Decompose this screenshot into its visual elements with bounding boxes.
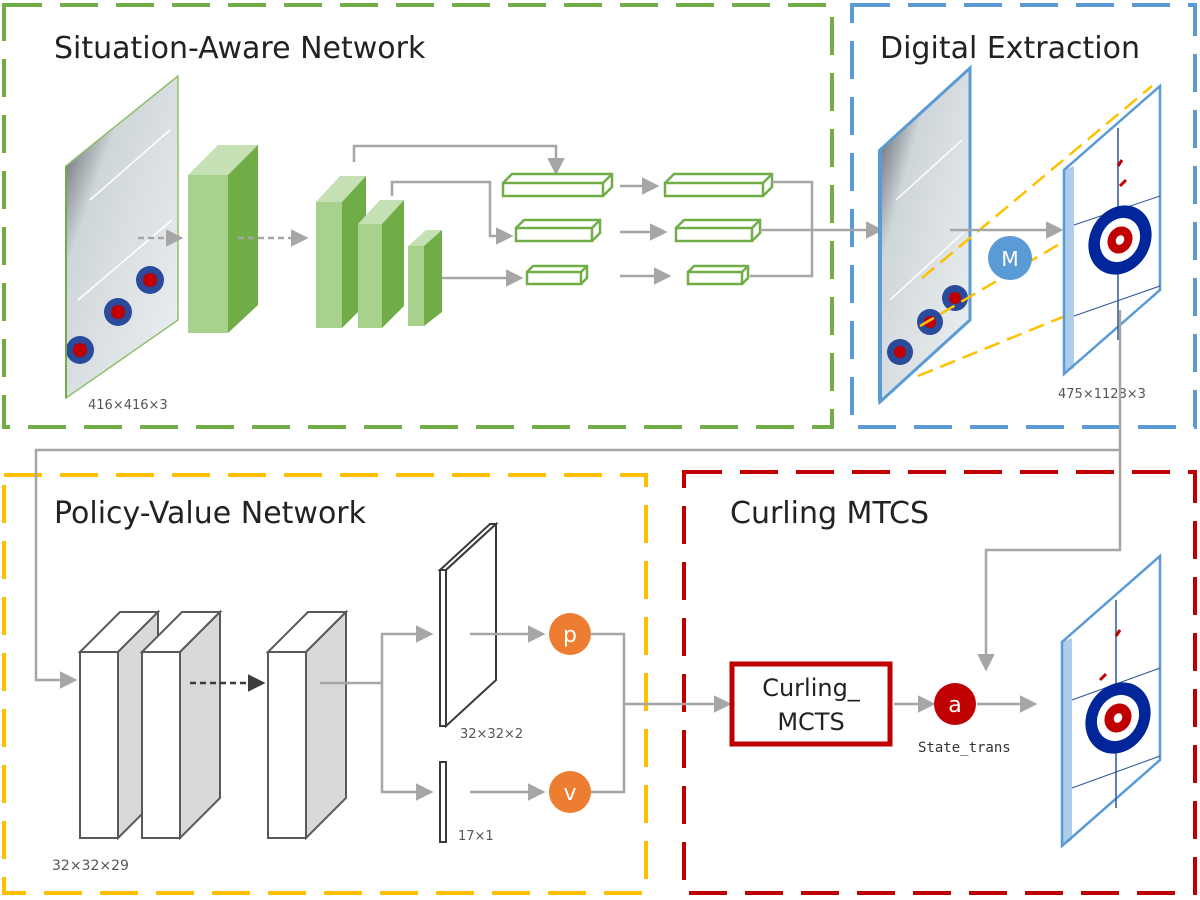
- digital-output-dim: 475×1128×3: [1058, 387, 1146, 402]
- policy-title: Policy-Value Network: [54, 496, 367, 531]
- head-large-1: [501, 172, 614, 198]
- digital-panel-border: [850, 3, 1197, 429]
- policy-head-dim: 32×32×2: [460, 727, 523, 742]
- input-image: [65, 74, 179, 400]
- situation-panel-border: [2, 3, 834, 429]
- projection-lines: [917, 85, 1153, 378]
- result-board: [1060, 553, 1162, 849]
- connector-to-policy: [34, 310, 1122, 689]
- digital-title: Digital Extraction: [880, 31, 1140, 66]
- merge-p: [591, 632, 626, 794]
- mcts-panel-border: [682, 470, 1197, 895]
- mapping-operator-circle: [988, 236, 1032, 280]
- mapping-operator-label: M: [1001, 247, 1018, 271]
- input-block-2: [139, 609, 223, 841]
- backbone-block: [188, 145, 258, 333]
- policy-output-label: p: [563, 623, 577, 648]
- policy-head-slab: [437, 521, 499, 729]
- policy-panel-border: [2, 473, 648, 895]
- state-transition-label: State_trans: [918, 740, 1011, 756]
- policy-output-circle: [549, 613, 591, 655]
- skip-line-top: [352, 144, 565, 176]
- action-label: a: [948, 693, 961, 718]
- mcts-box-line1: Curling_: [762, 674, 861, 702]
- pyramid-block-medium: [358, 200, 404, 328]
- situation-title: Situation-Aware Network: [54, 31, 426, 66]
- value-head-dim: 17×1: [458, 829, 494, 844]
- digital-board: [1062, 83, 1162, 377]
- detected-image: [878, 64, 972, 406]
- head-medium-1: [514, 218, 602, 243]
- head-small-1: [525, 264, 589, 286]
- head-large-2: [663, 172, 774, 198]
- mcts-box-line2: MCTS: [777, 708, 844, 736]
- head-small-2: [686, 264, 750, 286]
- res-block: [265, 609, 349, 841]
- mcts-title: Curling MTCS: [730, 496, 929, 531]
- mcts-box: [729, 661, 893, 747]
- value-output-circle: [549, 771, 591, 813]
- connector-to-mcts: [977, 450, 1122, 672]
- value-head-slab: [439, 761, 447, 843]
- skip-line-mid: [390, 180, 514, 245]
- head-medium-2: [674, 218, 762, 243]
- pyramid-block-small: [408, 230, 442, 326]
- action-circle: [934, 683, 976, 725]
- input-block-1: [77, 609, 161, 841]
- value-output-label: v: [563, 781, 576, 806]
- branch-up: [380, 625, 434, 683]
- pyramid-block-large: [316, 176, 366, 328]
- policy-input-dim: 32×32×29: [52, 858, 129, 874]
- branch-down: [380, 683, 434, 801]
- situation-input-dim: 416×416×3: [88, 398, 168, 413]
